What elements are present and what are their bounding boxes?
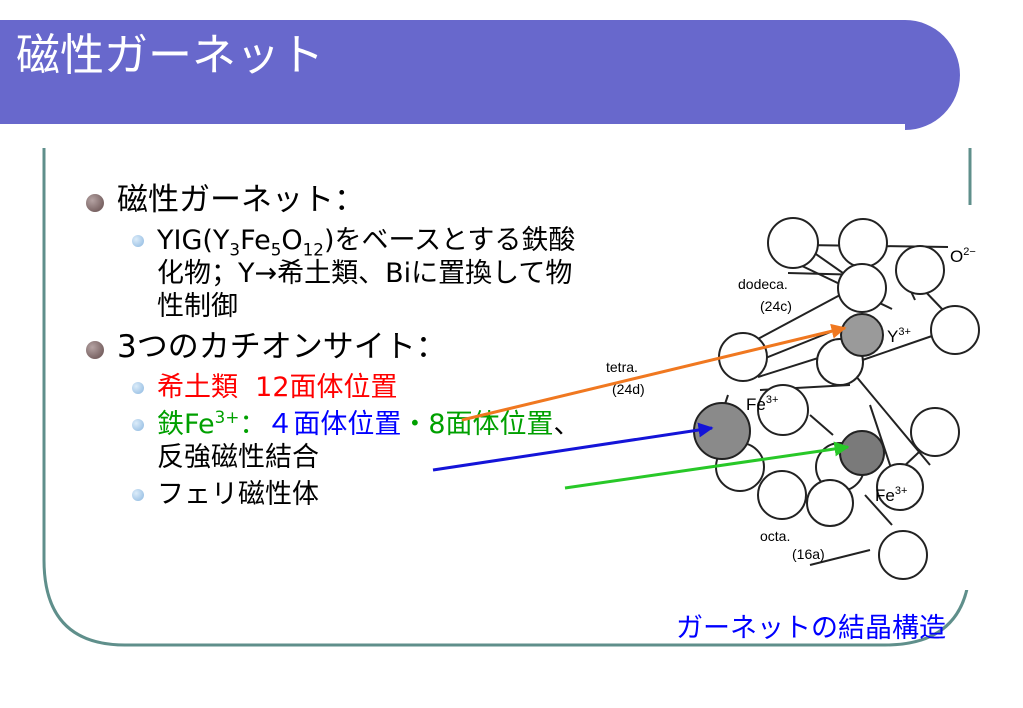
page-title: 磁性ガーネット [16,30,324,81]
bullet-dot-icon [86,341,104,359]
octa-arrow [564,441,850,490]
tetra-label: tetra. [606,359,638,375]
oxygen-atom [767,217,819,269]
oxygen-atom [930,305,980,355]
oxygen-atom [757,384,809,436]
antiferro-coupling-text: 、反強磁性結合 [157,409,581,473]
oxygen-atom [910,407,960,457]
title-underline [0,124,905,130]
iron-colon: ： [239,409,267,440]
iron-label: 鉄Fe [157,409,215,440]
yig-text-d: )をベースとする鉄酸化物；Y→希土類、Biに置換して物性制御 [157,225,576,322]
ferrimagnet-text: フェリ磁性体 [157,479,319,510]
oxygen-atom [837,263,887,313]
sub-bullet-ferrimagnet: フェリ磁性体 [84,478,614,511]
yig-sub-fe: 5 [270,239,282,260]
oxygen-atom [876,463,924,511]
tetrahedral-site-label: ４面体位置 [266,409,402,440]
oxygen-atom [757,470,807,520]
dodeca-arrow [461,323,847,422]
bullet-dot-icon [86,194,104,212]
sub-bullet-dot-icon [132,419,144,431]
sub-bullet-rare-earth: 希土類 12面体位置 [84,371,614,404]
yig-text-a: YIG(Y [157,225,230,256]
yig-text-c: O [281,225,303,256]
yttrium-label: Y3+ [887,326,911,346]
figure-caption: ガーネットの結晶構造 [676,613,946,644]
oxygen-atom [806,479,854,527]
bullet-cation-sites: 3つのカチオンサイト： [84,327,614,367]
oxygen-label: O2− [950,246,976,266]
sub-bullet-dot-icon [132,489,144,501]
sub-bullet-dot-icon [132,235,144,247]
oxygen-atom [895,245,945,295]
bullet-text: 磁性ガーネット： [117,182,365,218]
yig-text-b: Fe [240,225,271,256]
octa-label: octa. [760,528,790,544]
dodecahedral-site-label: 12面体位置 [255,372,398,403]
sub-bullet-yig: YIG(Y3Fe5O12)をベースとする鉄酸化物；Y→希土類、Biに置換して物性… [84,224,597,323]
iron-tetra-label: Fe3+ [746,394,778,414]
sub-bullet-dot-icon [132,382,144,394]
iron-octa-label: Fe3+ [875,485,907,505]
dodeca-label: dodeca. [738,276,788,292]
octa-site-label: (16a) [792,546,825,562]
tetra-arrow [432,422,714,472]
yig-sub-y: 3 [229,239,241,260]
tetra-site-label: (24d) [612,381,645,397]
site-separator: ・ [401,409,429,440]
oxygen-atom [878,530,928,580]
content-border [42,148,972,647]
title-band [0,20,960,130]
yig-sub-o: 12 [302,239,324,260]
bullet-text: 3つのカチオンサイト： [117,329,447,365]
rare-earth-label: 希土類 [157,372,238,403]
dodeca-site-label: (24c) [760,298,792,314]
iron-charge: 3+ [214,407,240,427]
garnet-structure-figure: O2− dodeca. (24c) Y3+ tetra. (24d) Fe3+ … [600,205,1005,590]
bullet-magnetic-garnet: 磁性ガーネット： [84,180,614,220]
